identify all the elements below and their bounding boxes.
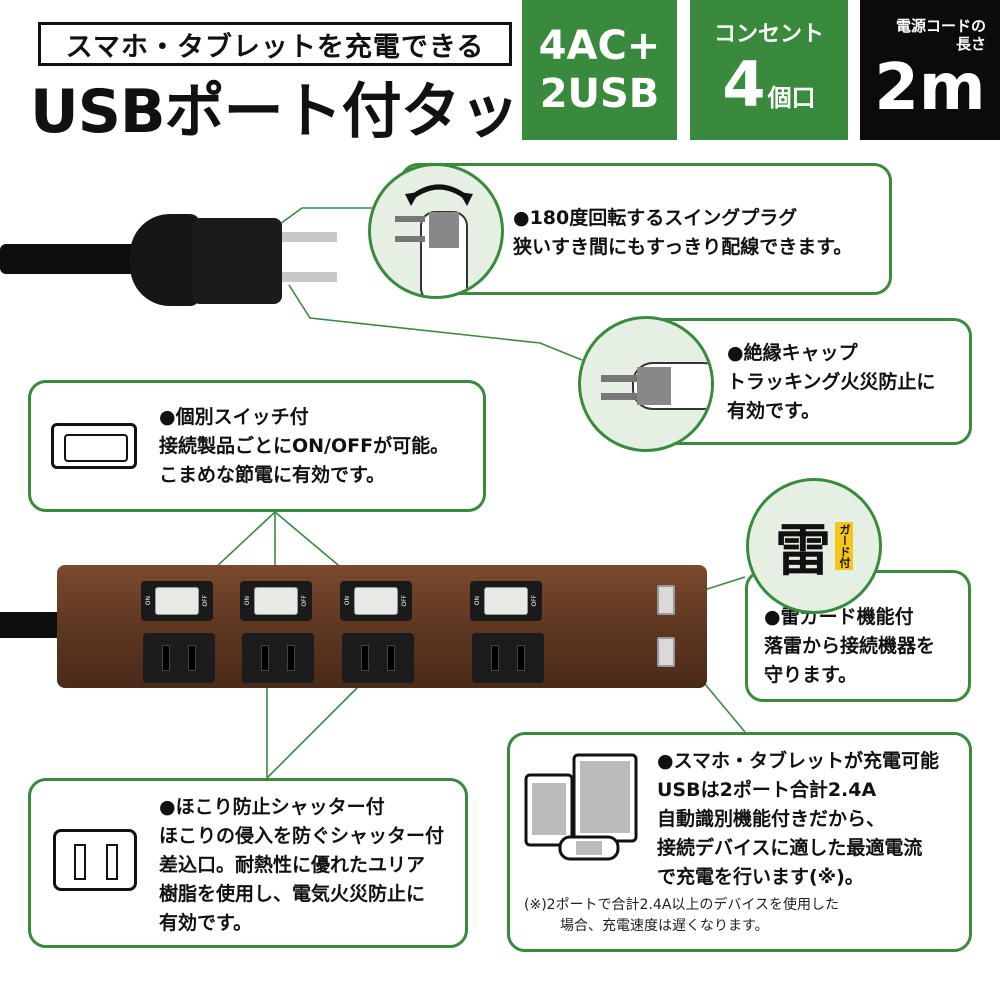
callout-swing-plug-text: ●180度回転するスイングプラグ 狭いすき間にもすっきり配線できます。 xyxy=(513,204,852,262)
callout-insulation-cap-text: ●絶縁キャップ トラッキング火災防止に 有効です。 xyxy=(727,339,935,426)
spec-badge-ports: 4AC+ 2USB xyxy=(522,0,677,140)
insulation-cap-line-3: 有効です。 xyxy=(727,400,821,422)
switch-1-on-label: ON xyxy=(145,596,152,606)
outlet-3 xyxy=(342,633,414,683)
callout-usb-charging: ●スマホ・タブレットが充電可能 USBは2ポート合計2.4A 自動識別機能付きだ… xyxy=(507,732,972,952)
usb-charging-note: (※)2ポートで合計2.4A以上のデバイスを使用した 場合、充電速度は遅くなりま… xyxy=(524,895,839,937)
switch-1-off-label: OFF xyxy=(202,595,209,607)
switch-2-rocker xyxy=(254,587,298,615)
individual-switch-line-3: こまめな節電に有効です。 xyxy=(159,464,386,486)
usb-charging-note-1: (※)2ポートで合計2.4A以上のデバイスを使用した xyxy=(524,897,839,913)
switch-icon xyxy=(51,423,137,469)
swing-arrow-icon xyxy=(395,184,473,296)
callout-dust-shutter: ●ほこり防止シャッター付 ほこりの侵入を防ぐシャッター付 差込口。耐熱性に優れた… xyxy=(28,778,468,948)
dust-shutter-line-4: 樹脂を使用し、電気火災防止に xyxy=(159,883,426,905)
switch-2-on-label: ON xyxy=(244,596,251,606)
switch-4-rocker xyxy=(484,587,528,615)
spec-ports-line1: 4AC+ xyxy=(538,23,661,69)
insulation-cap-image xyxy=(578,316,714,452)
spec-badge-cord: 電源コードの 長さ 2m xyxy=(860,0,1000,140)
individual-switch-line-2: 接続製品ごとにON/OFFが可能。 xyxy=(159,435,450,457)
outlet-1 xyxy=(143,633,215,683)
usb-charging-note-2: 場合、充電速度は遅くなります。 xyxy=(560,918,769,934)
switch-3-rocker xyxy=(354,587,398,615)
usb-charging-line-2: USBは2ポート合計2.4A xyxy=(657,779,877,801)
callout-individual-switch: ●個別スイッチ付 接続製品ごとにON/OFFが可能。 こまめな節電に有効です。 xyxy=(28,380,486,512)
lightning-guard-line-2: 落雷から接続機器を xyxy=(764,635,936,657)
swing-plug-line-2: 狭いすき間にもすっきり配線できます。 xyxy=(513,236,853,258)
usb-charging-line-5: で充電を行います(※)。 xyxy=(657,866,864,888)
outlet-2 xyxy=(242,633,314,683)
switch-1-rocker xyxy=(155,587,199,615)
spec-cord-label-1: 電源コードの xyxy=(895,17,986,35)
subtitle: スマホ・タブレットを充電できる xyxy=(65,31,485,63)
spec-badge-outlets: コンセント 4 個口 xyxy=(690,0,848,140)
switch-3-on-label: ON xyxy=(344,596,351,606)
device-icon xyxy=(524,753,638,861)
insulation-cap-line-1: ●絶縁キャップ xyxy=(727,342,858,364)
outlet-shutter-icon xyxy=(53,829,137,891)
insulation-cap-line-2: トラッキング火災防止に xyxy=(727,371,936,393)
usb-charging-line-3: 自動識別機能付きだから、 xyxy=(657,808,886,830)
lightning-guard-tag: ガード付 xyxy=(835,522,853,570)
switch-3-off-label: OFF xyxy=(401,595,408,607)
dust-shutter-line-2: ほこりの侵入を防ぐシャッター付 xyxy=(159,825,445,847)
power-strip: ON OFF ON OFF ON OFF ON OFF xyxy=(57,565,707,688)
callout-usb-charging-text: ●スマホ・タブレットが充電可能 USBは2ポート合計2.4A 自動識別機能付きだ… xyxy=(657,747,939,892)
switch-4[interactable]: ON OFF xyxy=(470,581,542,621)
insulation-cap-icon xyxy=(601,362,711,410)
lightning-kanji: 雷 xyxy=(775,518,831,584)
callout-individual-switch-text: ●個別スイッチ付 接続製品ごとにON/OFFが可能。 こまめな節電に有効です。 xyxy=(159,403,449,490)
switch-3[interactable]: ON OFF xyxy=(340,581,412,621)
spec-outlets-label: コンセント xyxy=(713,22,824,47)
lightning-guard-badge: 雷 ガード付 xyxy=(746,478,882,614)
callout-dust-shutter-text: ●ほこり防止シャッター付 ほこりの侵入を防ぐシャッター付 差込口。耐熱性に優れた… xyxy=(159,793,444,938)
switch-2[interactable]: ON OFF xyxy=(240,581,312,621)
switch-1[interactable]: ON OFF xyxy=(141,581,213,621)
individual-switch-line-1: ●個別スイッチ付 xyxy=(159,406,309,428)
plug-prong-top xyxy=(282,232,337,242)
usb-port-2 xyxy=(657,637,675,667)
usb-port-1 xyxy=(657,585,675,615)
strip-cord xyxy=(0,612,60,638)
spec-outlets-unit: 個口 xyxy=(767,84,816,112)
power-cord xyxy=(0,244,150,274)
outlet-4 xyxy=(472,633,544,683)
switch-2-off-label: OFF xyxy=(301,595,308,607)
dust-shutter-line-1: ●ほこり防止シャッター付 xyxy=(159,796,385,818)
subtitle-box: スマホ・タブレットを充電できる xyxy=(38,22,512,66)
swing-plug-image xyxy=(368,163,504,299)
spec-cord-label-2: 長さ xyxy=(955,35,986,53)
dust-shutter-line-3: 差込口。耐熱性に優れたユリア xyxy=(159,854,426,876)
spec-ports-line2: 2USB xyxy=(539,71,660,117)
line-insulation-cap xyxy=(288,284,583,361)
plug-head xyxy=(192,218,282,304)
dust-shutter-line-5: 有効です。 xyxy=(159,912,253,934)
usb-charging-line-1: ●スマホ・タブレットが充電可能 xyxy=(657,750,940,772)
callout-lightning-guard-text: ●雷ガード機能付 落雷から接続機器を 守ります。 xyxy=(764,603,935,690)
page-title: USBポート付タップ xyxy=(30,77,579,147)
switch-4-on-label: ON xyxy=(474,596,481,606)
plug-base xyxy=(130,214,200,306)
lightning-guard-line-3: 守ります。 xyxy=(764,664,858,686)
plug-prong-bottom xyxy=(282,272,337,282)
usb-charging-line-4: 接続デバイスに適した最適電流 xyxy=(657,837,923,859)
swing-plug-line-1: ●180度回転するスイングプラグ xyxy=(513,207,798,229)
spec-outlets-count: 4 xyxy=(722,48,766,121)
spec-cord-label: 電源コードの 長さ xyxy=(874,17,986,53)
spec-cord-length: 2m xyxy=(874,51,986,125)
switch-4-off-label: OFF xyxy=(531,595,538,607)
